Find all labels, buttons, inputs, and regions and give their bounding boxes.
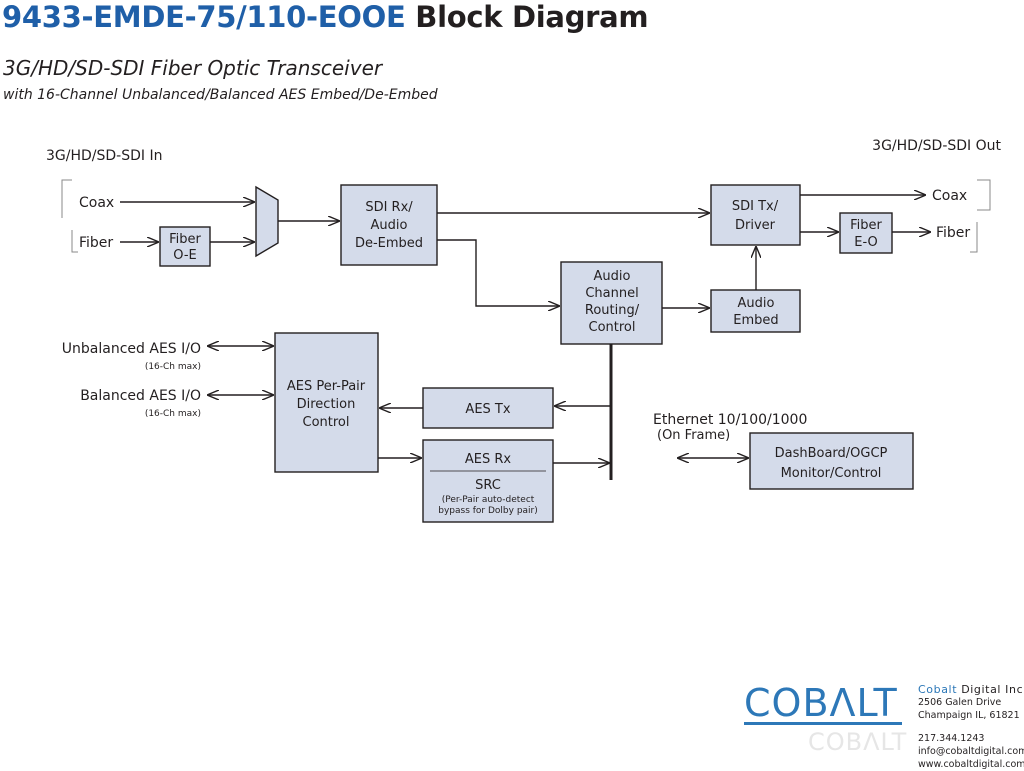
coax-out-label: Coax — [932, 188, 967, 204]
sdi-out-fiber-bracket — [970, 222, 978, 253]
contact-city: Champaign IL, 61821 — [918, 710, 1020, 721]
audio-routing-label-3: Routing/ — [585, 303, 640, 318]
contact-block: Cobalt Digital Inc. 2506 Galen Drive Cha… — [918, 683, 1024, 771]
title-rest: Block Diagram — [405, 0, 649, 34]
sdi-in-bracket — [61, 179, 72, 218]
sdi-out-bracket — [977, 179, 991, 211]
sdi-tx-label-2: Driver — [735, 218, 776, 233]
fiber-out-label: Fiber — [936, 225, 970, 241]
coax-in-label: Coax — [79, 195, 114, 211]
fiber-oe-block — [159, 226, 211, 267]
sdi-rx-label-1: SDI Rx/ — [365, 200, 413, 215]
aes-rx-src-block — [422, 439, 554, 523]
logo-underline — [744, 722, 902, 725]
rx-to-routing-arrow — [437, 239, 559, 306]
aes-tx-block — [422, 387, 554, 429]
contact-email: info@cobaltdigital.com — [918, 746, 1024, 757]
contact-web: www.cobaltdigital.com — [918, 759, 1024, 770]
contact-street: 2506 Galen Drive — [918, 697, 1002, 708]
aes-tx-label: AES Tx — [465, 402, 510, 417]
ethernet-label: Ethernet 10/100/1000 — [653, 412, 807, 428]
input-mux — [255, 185, 279, 258]
audio-embed-label-1: Audio — [738, 296, 775, 311]
fiber-oe-label-1: Fiber — [169, 232, 201, 247]
sdi-rx-label-3: De-Embed — [355, 236, 423, 251]
audio-routing-label-1: Audio — [594, 269, 631, 284]
fiber-oe-label-2: O-E — [173, 248, 197, 263]
sdi-rx-label-2: Audio — [371, 218, 408, 233]
aes-direction-label-3: Control — [303, 415, 350, 430]
ethernet-note: (On Frame) — [657, 428, 730, 443]
dashboard-label-2: Monitor/Control — [781, 466, 882, 481]
sdi-in-label: 3G/HD/SD-SDI In — [46, 148, 162, 164]
fiber-eo-label-1: Fiber — [850, 218, 882, 233]
logo-watermark: COBΛLT — [808, 728, 908, 756]
audio-embed-label-2: Embed — [733, 313, 778, 328]
src-note-1: (Per-Pair auto-detect — [442, 495, 535, 505]
page-title: 9433-EMDE-75/110-EOOE Block Diagram — [2, 0, 649, 34]
dashboard-label-1: DashBoard/OGCP — [775, 446, 888, 461]
part-number: 9433-EMDE-75/110-EOOE — [2, 0, 406, 34]
balanced-aes-label: Balanced AES I/O — [80, 388, 201, 404]
aes-direction-block — [274, 332, 379, 473]
aes-rx-label: AES Rx — [465, 452, 512, 467]
unbalanced-aes-note: (16-Ch max) — [145, 362, 201, 372]
sdi-tx-block — [710, 184, 801, 246]
contact-phone: 217.344.1243 — [918, 733, 985, 744]
fiber-eo-block — [839, 212, 893, 254]
cobalt-logo: COBΛLT — [744, 681, 898, 725]
aes-direction-label-2: Direction — [297, 397, 356, 412]
sdi-rx-block — [340, 184, 438, 266]
audio-routing-label-2: Channel — [585, 286, 638, 301]
audio-routing-label-4: Control — [589, 320, 636, 335]
fiber-eo-label-2: E-O — [854, 235, 878, 250]
company-name-rest: Digital Inc. — [957, 683, 1024, 696]
audio-routing-block — [560, 261, 663, 345]
sdi-in-bracket-lower — [71, 230, 78, 253]
sdi-out-label: 3G/HD/SD-SDI Out — [872, 138, 1001, 154]
src-label: SRC — [475, 478, 501, 493]
dashboard-block — [749, 432, 914, 490]
company-name: Cobalt Digital Inc. — [918, 683, 1024, 696]
fiber-in-label: Fiber — [79, 235, 113, 251]
unbalanced-aes-label: Unbalanced AES I/O — [62, 341, 201, 357]
company-name-brand: Cobalt — [918, 683, 958, 696]
src-note-2: bypass for Dolby pair) — [438, 506, 538, 516]
subtitle-secondary: with 16-Channel Unbalanced/Balanced AES … — [3, 87, 438, 103]
aes-direction-label-1: AES Per-Pair — [287, 379, 366, 394]
audio-embed-block — [710, 289, 801, 333]
sdi-tx-label-1: SDI Tx/ — [732, 199, 779, 214]
balanced-aes-note: (16-Ch max) — [145, 409, 201, 419]
subtitle: 3G/HD/SD-SDI Fiber Optic Transceiver — [3, 56, 383, 80]
